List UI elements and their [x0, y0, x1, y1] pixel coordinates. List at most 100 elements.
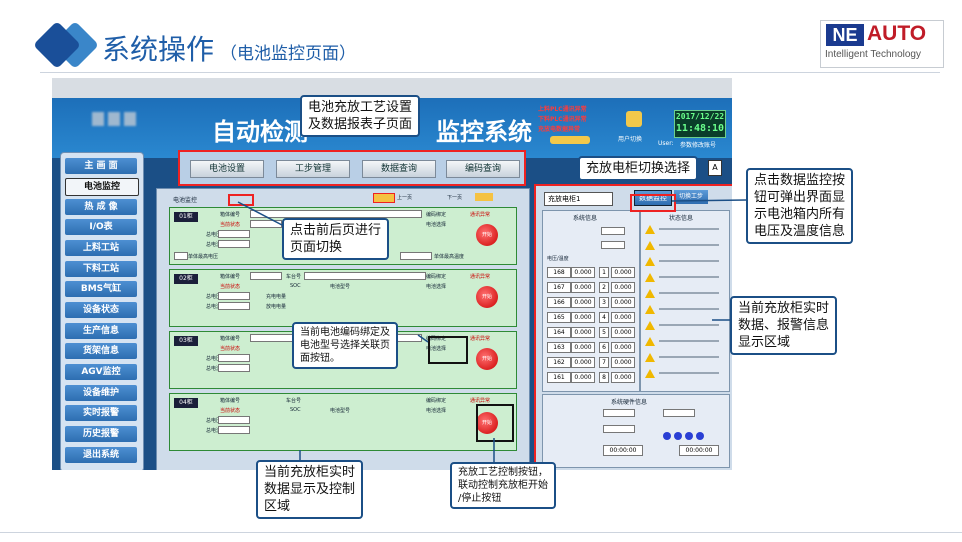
cell-row-id: 167 [547, 282, 571, 293]
warning-line [659, 324, 719, 326]
prev-page-label[interactable]: 上一页 [397, 195, 413, 201]
nav-device-status[interactable]: 设备状态 [65, 302, 137, 318]
cell-voltage-value-2: 0.000 [611, 327, 635, 338]
time-text: 11:48:10 [675, 123, 725, 134]
battery-type-label: 电池型号 [330, 284, 351, 290]
total-current-label: 总电流 [206, 428, 222, 434]
hw-field-3 [603, 425, 635, 433]
nav-loading[interactable]: 上料工站 [65, 240, 137, 256]
rack-tag: 01柜 [174, 212, 198, 222]
max-voltage-label: 单体最高电压 [188, 254, 219, 260]
next-page-button[interactable] [475, 193, 493, 201]
step-management-button[interactable]: 工步管理 [276, 160, 350, 178]
battery-select-button[interactable]: 电池选择 [426, 346, 447, 352]
nav-shelf[interactable]: 货架信息 [65, 343, 137, 359]
prev-page-button[interactable] [373, 193, 395, 203]
total-current-field [218, 240, 250, 248]
max-voltage-field [174, 252, 188, 260]
discharge-capacity-label: 放电电量 [266, 304, 287, 310]
battery-select-button[interactable]: 电池选择 [426, 222, 447, 228]
nav-maintenance[interactable]: 设备维护 [65, 385, 137, 401]
nav-production[interactable]: 生产信息 [65, 323, 137, 339]
logo-tagline: Intelligent Technology [825, 49, 921, 60]
comm-state: 通讯异常 [470, 398, 491, 404]
battery-type-label: 电池型号 [330, 408, 351, 414]
led-icon [674, 432, 682, 440]
blurred-logo-2 [108, 112, 120, 126]
status-label: 当前状态 [220, 346, 241, 352]
user-icon[interactable] [626, 111, 642, 127]
data-query-button[interactable]: 数据查询 [362, 160, 436, 178]
cell-voltage-value-2: 0.000 [611, 372, 635, 383]
bind-code-button[interactable]: 编码绑定 [426, 212, 447, 218]
battery-settings-button[interactable]: 电池设置 [190, 160, 264, 178]
bind-code-button[interactable]: 编码绑定 [426, 336, 447, 342]
cell-row-id: 165 [547, 312, 571, 323]
warning-line [659, 340, 719, 342]
vehicle-no-field[interactable] [304, 272, 426, 280]
cell-index: 8 [599, 372, 609, 383]
user-label: User: [658, 140, 674, 147]
code-bind-highlight [428, 336, 468, 364]
logo-auto: AUTO [867, 22, 927, 45]
rack-tag: 03柜 [174, 336, 198, 346]
start-button[interactable]: 开始 [476, 348, 498, 370]
cabinet-select[interactable]: 充放电柜1 [544, 192, 613, 206]
warning-icon [645, 369, 655, 378]
cabinet-id[interactable]: A [708, 160, 722, 176]
next-page-label[interactable]: 下一页 [447, 195, 463, 201]
nav-main[interactable]: 主 画 面 [65, 158, 137, 174]
bind-code-button[interactable]: 编码绑定 [426, 398, 447, 404]
battery-code-field[interactable] [250, 210, 422, 218]
nav-io[interactable]: I/O表 [65, 219, 137, 235]
nav-bms[interactable]: BMS气缸 [65, 281, 137, 297]
battery-select-button[interactable]: 电池选择 [426, 408, 447, 414]
nav-exit[interactable]: 退出系统 [65, 447, 137, 463]
cell-voltage-value: 0.000 [571, 282, 595, 293]
nav-thermal[interactable]: 热 成 像 [65, 199, 137, 215]
max-temp-field [400, 252, 432, 260]
bind-code-button[interactable]: 编码绑定 [426, 274, 447, 280]
battery-select-button[interactable]: 电池选择 [426, 284, 447, 290]
start-button-highlight [476, 404, 514, 442]
cell-voltage-value: 0.000 [571, 297, 595, 308]
datetime-display: 2017/12/22 11:48:10 [674, 110, 726, 138]
code-query-button[interactable]: 编码查询 [446, 160, 520, 178]
callout-top-setup: 电池充放工艺设置及数据报表子页面 [300, 95, 421, 137]
arrow-data-monitor [671, 199, 747, 202]
hardware-info-title: 系统硬件信息 [611, 399, 648, 406]
sys-field-1 [601, 227, 625, 235]
callout-process-button: 充放工艺控制按钮，联动控制充放柜开始/停止按钮 [450, 462, 556, 509]
nav-agv[interactable]: AGV监控 [65, 364, 137, 380]
start-button[interactable]: 开始 [476, 286, 498, 308]
cell-voltage-value-2: 0.000 [611, 297, 635, 308]
nav-realtime-alarm[interactable]: 实时报警 [65, 405, 137, 421]
total-current-field [218, 426, 250, 434]
total-voltage-field [218, 292, 250, 300]
callout-cabinet-switch: 充放电柜切换选择 [578, 156, 699, 181]
cell-voltage-value: 0.000 [571, 312, 595, 323]
callout-code-bind: 当前电池编码绑定及电池型号选择关联页面按钮。 [292, 322, 398, 369]
nav-history-alarm[interactable]: 历史报警 [65, 426, 137, 442]
alarm-text-2: 下料PLC通讯异常 [538, 116, 587, 123]
blurred-logo-1 [92, 112, 104, 126]
total-voltage-field [218, 354, 250, 362]
hmi-title-left: 自动检测 [212, 118, 308, 146]
total-voltage-label: 总电压 [206, 418, 222, 424]
cell-voltage-value-2: 0.000 [611, 267, 635, 278]
hardware-info-box: 系统硬件信息 00:00:00 00:00:00 [542, 394, 730, 468]
battery-code-field[interactable] [250, 272, 282, 280]
nav-unloading[interactable]: 下料工站 [65, 261, 137, 277]
start-button[interactable]: 开始 [476, 412, 498, 434]
soc-label: SOC [290, 407, 301, 413]
warning-line [659, 356, 719, 358]
warning-line [659, 276, 719, 278]
nav-battery-monitor[interactable]: 电池监控 [65, 178, 139, 196]
cell-index: 5 [599, 327, 609, 338]
start-button[interactable]: 开始 [476, 224, 498, 246]
callout-data-monitor: 点击数据监控按钮可弹出界面显示电池箱内所有电压及温度信息 [746, 168, 854, 244]
voltage-temp-header: 电压/温度 [547, 256, 569, 262]
vehicle-no-label: 车台号 [286, 398, 302, 404]
cell-voltage-value: 0.000 [571, 357, 595, 368]
user-switch-label[interactable]: 用户切换 [618, 136, 643, 143]
